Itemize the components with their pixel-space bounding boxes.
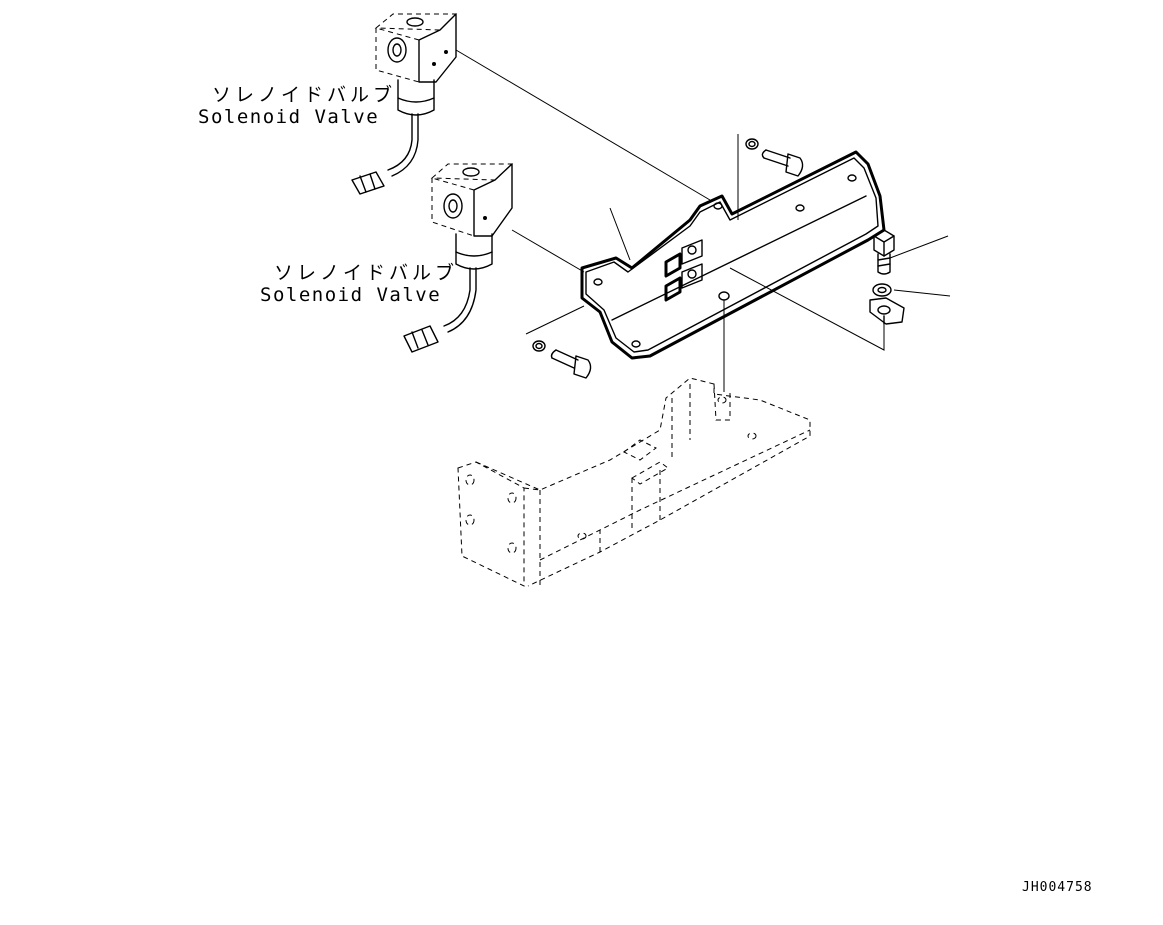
figure-code: JH004758: [1022, 880, 1093, 895]
valve-block-lower: [430, 163, 514, 237]
valve-block-upper: [374, 13, 458, 83]
solenoid-valve-lower: [403, 163, 514, 353]
bolt-lower: [532, 340, 592, 379]
solenoid-valve-upper: [351, 13, 458, 195]
machine-frame: [457, 377, 811, 587]
valve-coil-upper: [397, 79, 435, 116]
washer-right: [872, 283, 892, 297]
valve-label-en-lower: Solenoid Valve: [260, 284, 442, 306]
mounting-bracket: [580, 150, 886, 360]
valve-label-jp-lower: ソレノイドバルブ: [274, 262, 459, 284]
bolt-upper: [745, 138, 804, 177]
valve-coil-lower: [455, 233, 493, 270]
valve-label-en-upper: Solenoid Valve: [198, 106, 380, 128]
valve-label-jp-upper: ソレノイドバルブ: [212, 84, 397, 106]
valve-harness-upper: [351, 113, 419, 195]
bolt-right: [873, 229, 895, 275]
clip-right: [869, 297, 905, 325]
assembly-lines: [455, 49, 951, 392]
valve-harness-lower: [403, 267, 477, 353]
